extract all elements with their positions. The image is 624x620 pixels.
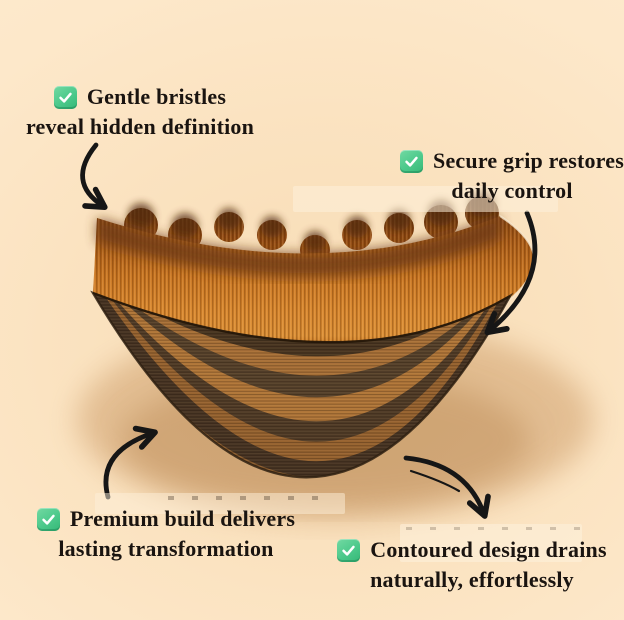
callout-drain-line2: naturally, effortlessly [370,567,574,592]
text-remnant-smudge [406,527,591,530]
checkmark-icon [53,85,77,109]
edit-patch [95,493,345,514]
callout-build-line2: lasting transformation [58,536,274,561]
callout-bristles-line1: Gentle bristles [86,84,227,109]
callout-build: Premium build delivers lasting transform… [21,504,311,564]
arrow-to-bristles [80,142,108,210]
callout-bristles: Gentle bristles reveal hidden definition [0,82,285,142]
arrow-to-build [103,425,158,500]
arrow-to-drain [403,455,491,519]
annotation-arrows [80,142,538,519]
arrow-to-grip [484,210,538,336]
edit-patch [400,524,582,562]
callout-grip-line1: Secure grip restores [433,148,624,173]
callout-drain-line1: Contoured design drains [370,537,607,562]
callout-bristles-line2: reveal hidden definition [25,114,255,139]
brush-wooden-base [90,290,514,479]
checkmark-icon [36,507,60,531]
arrow-accent-stroke [409,469,461,493]
text-remnant-smudge [168,496,318,500]
bristle-wood-seam [92,292,511,344]
checkmark-icon [400,149,424,173]
callout-drain: Contoured design drains naturally, effor… [327,535,617,595]
edit-patch [293,186,558,212]
checkmark-icon [337,538,361,562]
callout-grip: Secure grip restores daily control [372,146,624,206]
callout-grip-line2: daily control [451,178,573,203]
callout-build-line1: Premium build delivers [69,506,296,531]
